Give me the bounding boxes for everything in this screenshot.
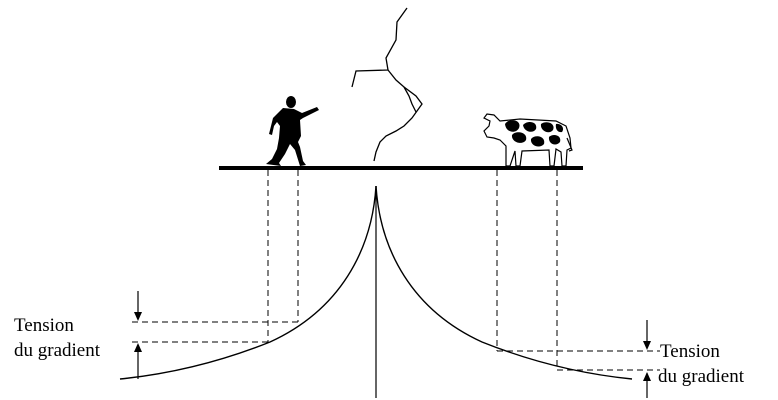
left-label-line1: Tension bbox=[14, 315, 74, 337]
right-label-line1: Tension bbox=[660, 341, 720, 363]
potential-curve-left bbox=[120, 186, 376, 379]
potential-curve-right bbox=[376, 186, 632, 379]
person-silhouette-icon bbox=[266, 96, 319, 166]
cow-icon bbox=[484, 114, 572, 166]
left-label-line2: du gradient bbox=[14, 340, 100, 362]
ground-line bbox=[219, 166, 583, 170]
lightning-bolt-icon bbox=[352, 8, 422, 161]
horizontal-dashed-lines bbox=[132, 322, 660, 370]
right-gradient-arrow bbox=[643, 320, 651, 398]
left-gradient-arrow bbox=[134, 291, 142, 379]
right-label-line2: du gradient bbox=[658, 366, 744, 388]
vertical-dashed-lines bbox=[268, 170, 557, 370]
